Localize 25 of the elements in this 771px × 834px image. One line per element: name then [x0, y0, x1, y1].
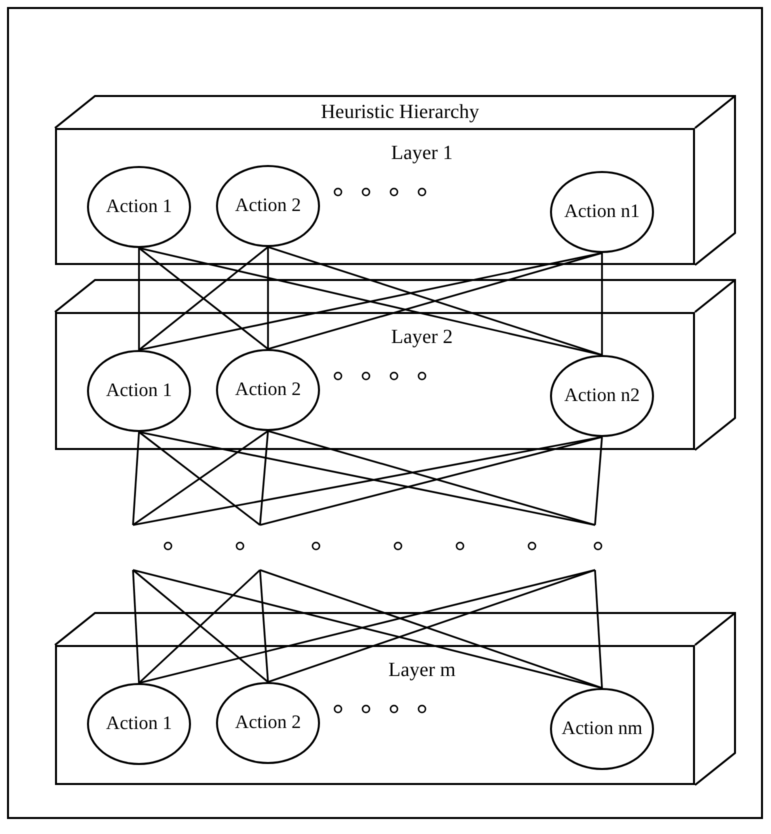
layer-label: Layer 2 — [391, 326, 453, 349]
action-ellipse: Action 1 — [87, 350, 191, 432]
connector-line — [259, 430, 269, 526]
layer-label: Layer 1 — [391, 142, 453, 165]
connector-line — [132, 570, 140, 684]
action-ellipse: Action nm — [550, 688, 654, 770]
layer-box — [55, 128, 695, 265]
connector-line — [132, 432, 140, 526]
connector-line — [594, 570, 603, 688]
action-ellipse: Action n1 — [550, 171, 654, 253]
connector-line — [601, 253, 603, 355]
action-ellipse: Action 1 — [87, 683, 191, 765]
action-ellipse: Action 2 — [216, 165, 320, 247]
action-ellipse: Action 1 — [87, 166, 191, 248]
diagram-title: Heuristic Hierarchy — [320, 101, 480, 124]
connector-line — [138, 248, 140, 350]
connector-line — [259, 570, 269, 682]
connector-line — [594, 436, 603, 526]
action-ellipse: Action 2 — [216, 682, 320, 764]
layer-box — [55, 312, 695, 450]
action-ellipse: Action 2 — [216, 349, 320, 431]
layer-box — [55, 645, 695, 785]
connector-line — [267, 247, 269, 349]
action-ellipse: Action n2 — [550, 355, 654, 437]
layer-label: Layer m — [388, 659, 456, 682]
